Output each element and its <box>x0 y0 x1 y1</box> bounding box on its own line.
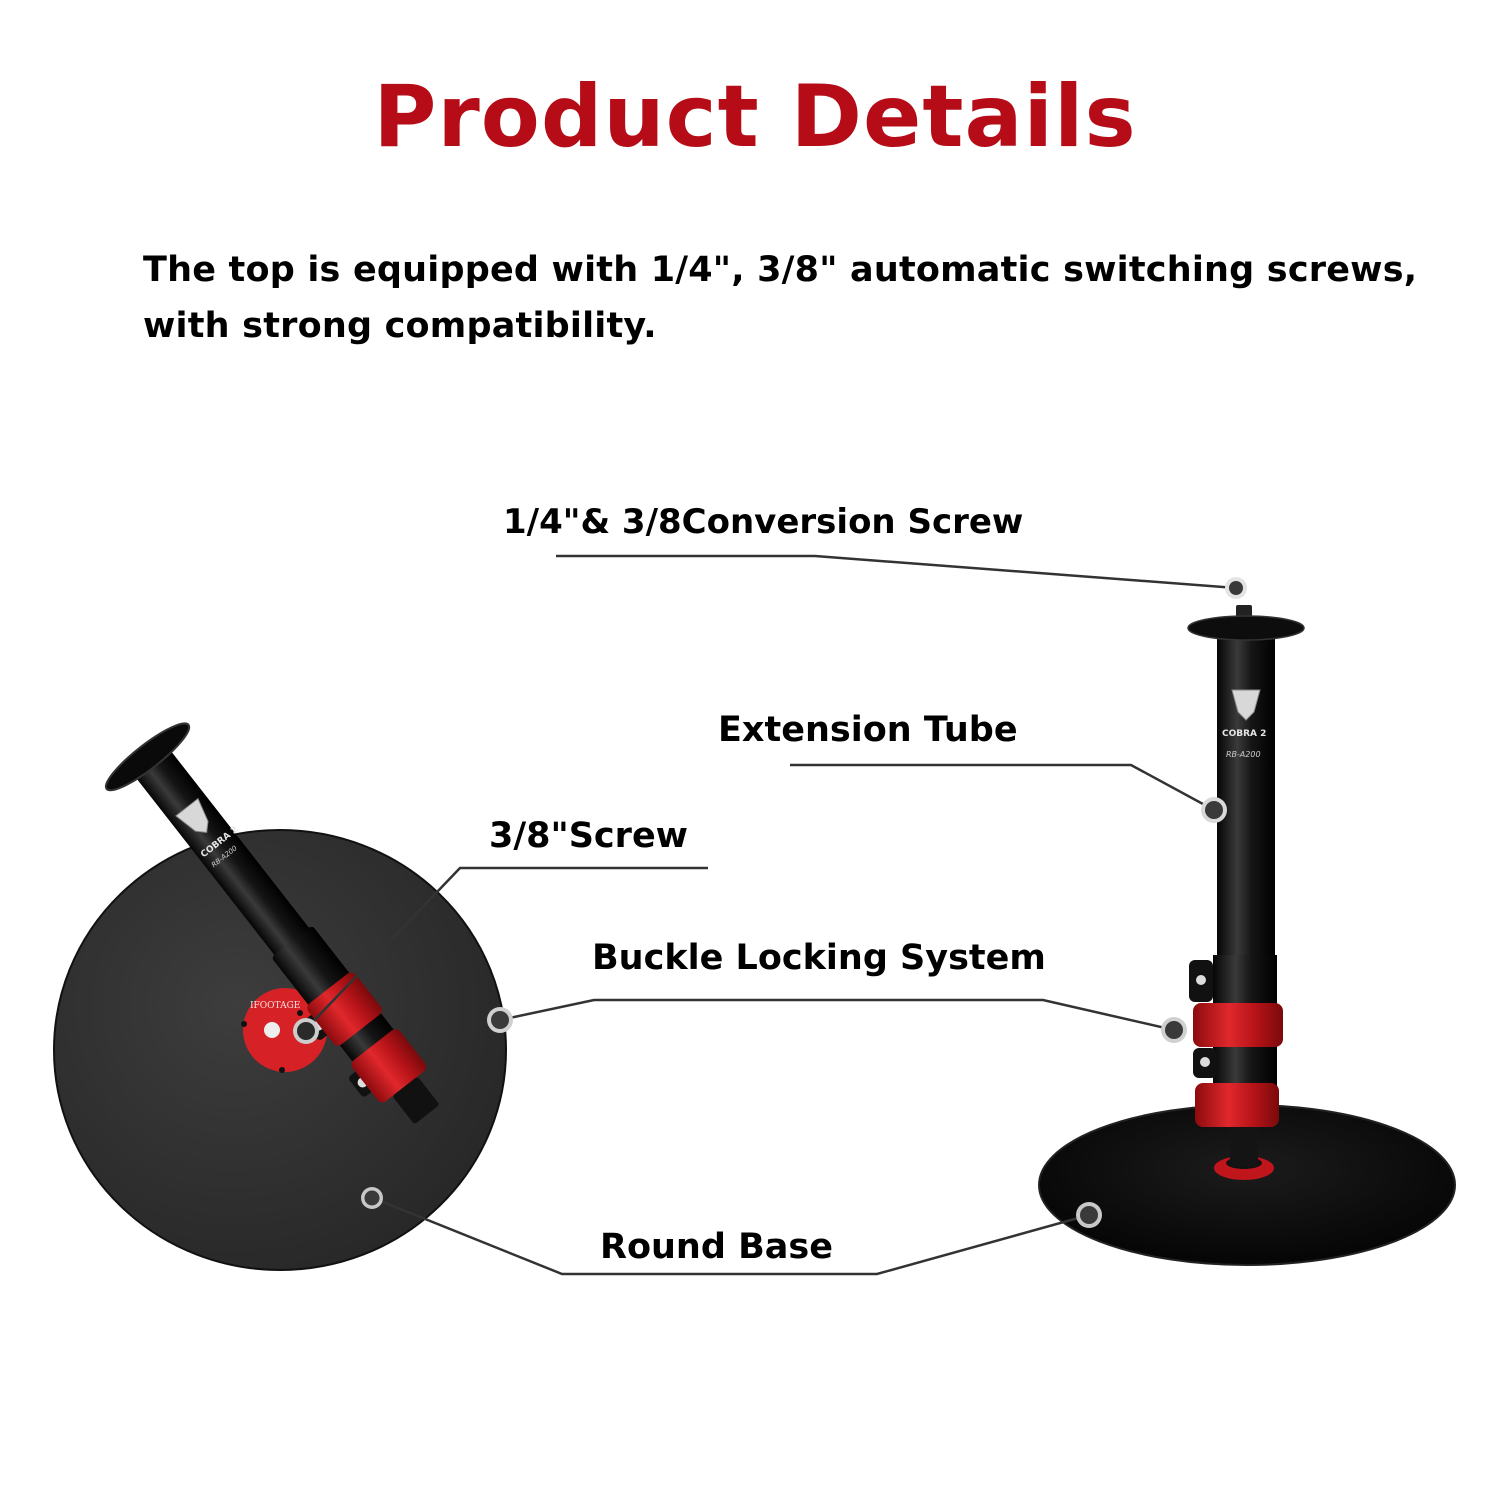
right-buckle-clamp-2 <box>1195 1083 1279 1127</box>
left-red-mount-plate: IFOOTAGE <box>241 988 327 1073</box>
round-base-left-marker <box>361 1187 383 1209</box>
right-tube-model-name: COBRA 2 <box>1222 729 1266 739</box>
buckle-left-marker <box>487 1007 513 1033</box>
callout-lines <box>304 554 1237 1276</box>
feature-description-line-1: The top is equipped with 1/4", 3/8" auto… <box>143 250 1418 290</box>
left-product-view: IFOOTAGE COBRA 2 RB-A200 <box>53 722 507 1271</box>
callout-buckle-locking-system: Buckle Locking System <box>592 938 1046 978</box>
extension-tube-leader <box>790 763 1215 812</box>
feature-description-line-2: with strong compatibility. <box>143 306 657 346</box>
conversion-screw-marker <box>1225 577 1247 599</box>
callout-3-8-screw: 3/8"Screw <box>489 816 689 856</box>
callout-extension-tube: Extension Tube <box>718 710 1018 750</box>
callout-conversion-screw: 1/4"& 3/8Conversion Screw <box>503 502 1024 542</box>
screw-38-leader <box>304 866 708 1031</box>
left-buckle-clamp-1 <box>307 972 382 1046</box>
round-base-leader <box>372 1196 1090 1276</box>
round-base-right-marker <box>1076 1202 1102 1228</box>
right-buckle-clamp-1 <box>1193 1003 1283 1047</box>
left-buckle-clamp-2 <box>351 1029 427 1103</box>
conversion-screw-leader <box>556 554 1237 590</box>
right-product-view: COBRA 2 RB-A200 <box>1038 605 1456 1266</box>
buckle-leader <box>499 998 1175 1032</box>
right-extension-tube <box>1217 633 1275 963</box>
screw-38-marker <box>293 1018 319 1044</box>
page-title: Product Details <box>373 67 1137 167</box>
right-top-plate <box>1187 615 1305 641</box>
extension-tube-marker <box>1201 797 1227 823</box>
right-tube-model-code: RB-A200 <box>1226 750 1261 759</box>
feature-description: The top is equipped with 1/4", 3/8" auto… <box>143 242 1483 354</box>
buckle-right-marker <box>1161 1017 1187 1043</box>
callout-markers <box>293 577 1247 1228</box>
callout-round-base: Round Base <box>600 1227 833 1267</box>
left-plate-brand: IFOOTAGE <box>250 1001 300 1011</box>
